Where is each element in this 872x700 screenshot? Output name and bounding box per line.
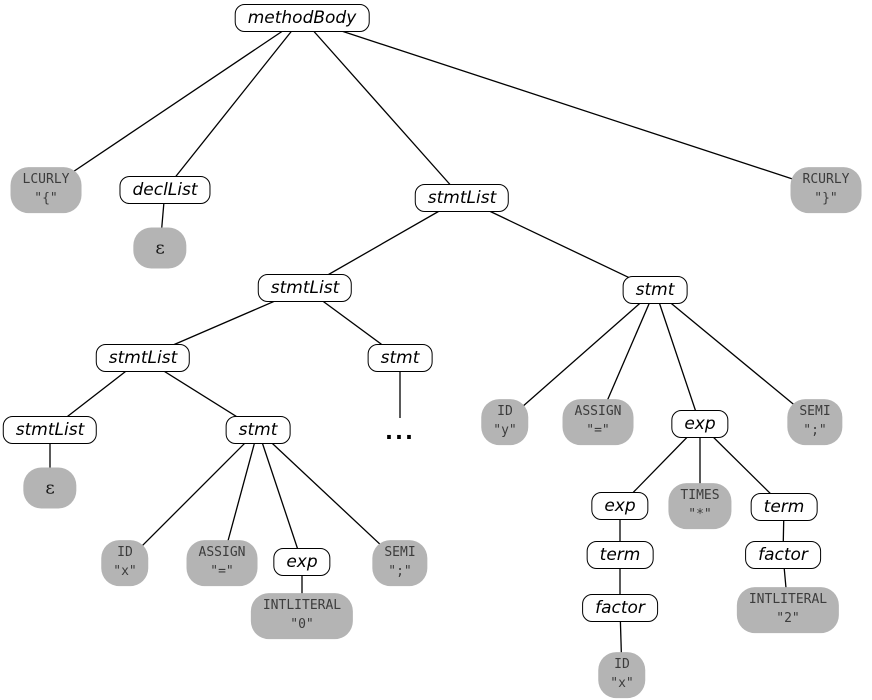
node-label: stmt (380, 348, 420, 368)
token-name: ID (497, 404, 513, 420)
node-label: exp (286, 552, 318, 572)
token-name: INTLITERAL (748, 592, 828, 608)
token-value: "y" (493, 423, 517, 438)
node-label: methodBody (247, 8, 357, 28)
node-stmt-2: stmt (367, 344, 433, 372)
node-lcurly: LCURLY "{" (10, 167, 82, 213)
token-name: ID (614, 657, 630, 673)
node-assign-1: ASSIGN "=" (186, 540, 258, 586)
node-decllist: declList (119, 176, 211, 204)
node-label: exp (604, 496, 636, 516)
node-label: term (763, 497, 805, 517)
node-label: factor (595, 598, 645, 618)
token-value: "{" (34, 191, 58, 206)
node-label: factor (758, 545, 808, 565)
token-value: "2" (776, 611, 800, 626)
node-exp-1: exp (273, 548, 331, 576)
node-stmt-3: stmt (225, 416, 291, 444)
node-intliteral-2: INTLITERAL "2" (736, 587, 840, 633)
node-factor-2: factor (582, 594, 658, 622)
token-value: "0" (290, 617, 314, 632)
node-stmtlist-1: stmtList (414, 184, 510, 212)
token-value: "=" (586, 423, 610, 438)
node-term-1: term (750, 493, 818, 521)
token-value: "*" (688, 507, 712, 522)
node-id-y: ID "y" (481, 399, 529, 445)
node-times: TIMES "*" (668, 483, 732, 529)
node-stmtlist-4: stmtList (2, 416, 98, 444)
node-epsilon-2: ε (23, 467, 77, 509)
token-name: RCURLY (802, 172, 850, 188)
node-label: stmtList (108, 348, 178, 368)
token-name: ID (117, 545, 133, 561)
node-exp-2: exp (671, 410, 729, 438)
node-exp-3: exp (591, 492, 649, 520)
node-label: term (599, 545, 641, 565)
node-label: stmtList (15, 420, 85, 440)
node-stmtlist-2: stmtList (257, 274, 353, 302)
token-name: SEMI (384, 545, 416, 561)
node-factor-1: factor (745, 541, 821, 569)
epsilon-label: ε (45, 477, 55, 499)
node-id-x-1: ID "x" (101, 540, 149, 586)
node-semi-1: SEMI ";" (372, 540, 428, 586)
node-methodbody: methodBody (234, 4, 370, 32)
node-rcurly: RCURLY "}" (790, 167, 862, 213)
node-assign-2: ASSIGN "=" (562, 399, 634, 445)
node-stmtlist-3: stmtList (95, 344, 191, 372)
node-label: stmtList (427, 188, 497, 208)
node-epsilon-1: ε (133, 227, 187, 269)
node-stmt-1: stmt (622, 276, 688, 304)
node-semi-2: SEMI ";" (787, 399, 843, 445)
epsilon-label: ε (155, 237, 165, 259)
token-name: ASSIGN (198, 545, 246, 561)
node-term-2: term (586, 541, 654, 569)
node-label: exp (684, 414, 716, 434)
token-value: "x" (113, 564, 137, 579)
token-value: "}" (814, 191, 838, 206)
ellipsis-elision: ... (377, 418, 423, 446)
node-id-x-2: ID "x" (598, 652, 646, 698)
token-name: LCURLY (22, 172, 70, 188)
token-name: ASSIGN (574, 404, 622, 420)
node-intliteral-0: INTLITERAL "0" (250, 593, 354, 639)
token-value: ";" (803, 423, 827, 438)
token-value: ";" (388, 564, 412, 579)
ellipsis-label: ... (385, 420, 415, 444)
node-label: stmt (635, 280, 675, 300)
node-label: stmtList (270, 278, 340, 298)
node-label: declList (132, 180, 198, 200)
token-name: INTLITERAL (262, 598, 342, 614)
token-value: "x" (610, 676, 634, 691)
token-name: SEMI (799, 404, 831, 420)
token-value: "=" (210, 564, 234, 579)
node-label: stmt (238, 420, 278, 440)
token-name: TIMES (680, 488, 720, 504)
